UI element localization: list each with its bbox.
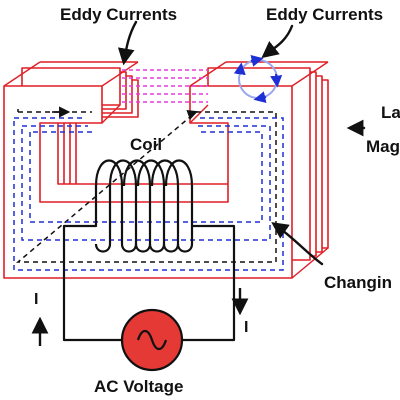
label-current-left: I xyxy=(34,291,38,308)
ac-sine-icon xyxy=(136,329,168,351)
current-arrows xyxy=(31,288,249,346)
gap-fringe-flux xyxy=(122,69,208,103)
flux-path-blue-inner xyxy=(29,131,263,223)
ac-voltage-source xyxy=(120,308,184,372)
flux-path-blue-outer xyxy=(13,117,284,271)
coil-winding xyxy=(94,159,204,253)
label-laminated-line2: Mag xyxy=(366,137,400,156)
laminated-core xyxy=(3,61,329,279)
eddy-current-loop xyxy=(233,54,283,104)
pointer-eddy-right xyxy=(261,24,294,59)
label-changing-flux: Changin xyxy=(324,273,392,292)
label-eddy-currents-right: Eddy Currents xyxy=(266,5,383,24)
label-laminated-line1: La xyxy=(381,103,400,122)
core-depth-lines xyxy=(3,61,329,279)
label-eddy-currents-left: Eddy Currents xyxy=(60,5,177,24)
label-ac-voltage: AC Voltage xyxy=(94,377,183,396)
flux-path-blue-mid xyxy=(21,125,271,241)
magnetic-flux-lines xyxy=(13,109,284,271)
pointer-eddy-left xyxy=(117,20,138,66)
pointer-changing-flux xyxy=(271,222,324,266)
label-current-right: I xyxy=(244,319,248,336)
label-coil: Coil xyxy=(130,135,162,154)
pointer-arrows xyxy=(117,20,366,266)
circuit-wires xyxy=(62,224,236,342)
